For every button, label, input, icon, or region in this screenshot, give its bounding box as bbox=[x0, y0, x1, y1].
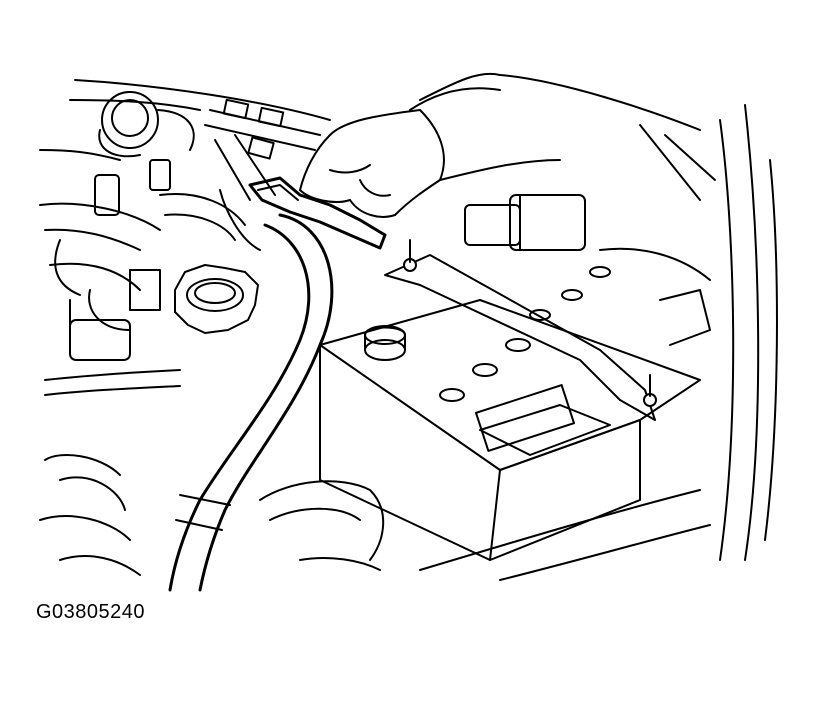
upper-hoses bbox=[204, 98, 321, 201]
engine-components-left bbox=[39, 159, 261, 361]
battery bbox=[319, 266, 701, 561]
oil-filler-cap bbox=[174, 264, 259, 334]
sensor-connector bbox=[248, 176, 387, 250]
battery-hold-down bbox=[384, 239, 657, 421]
figure-code: G03805240 bbox=[36, 601, 146, 623]
lower-engine-parts bbox=[39, 369, 385, 576]
hood-edge-lines bbox=[39, 79, 778, 561]
radiator-hose bbox=[168, 213, 334, 592]
relay-block bbox=[464, 194, 586, 251]
hand-removing-connector bbox=[299, 72, 701, 218]
pulley bbox=[98, 91, 195, 158]
fender-lines bbox=[419, 247, 711, 581]
